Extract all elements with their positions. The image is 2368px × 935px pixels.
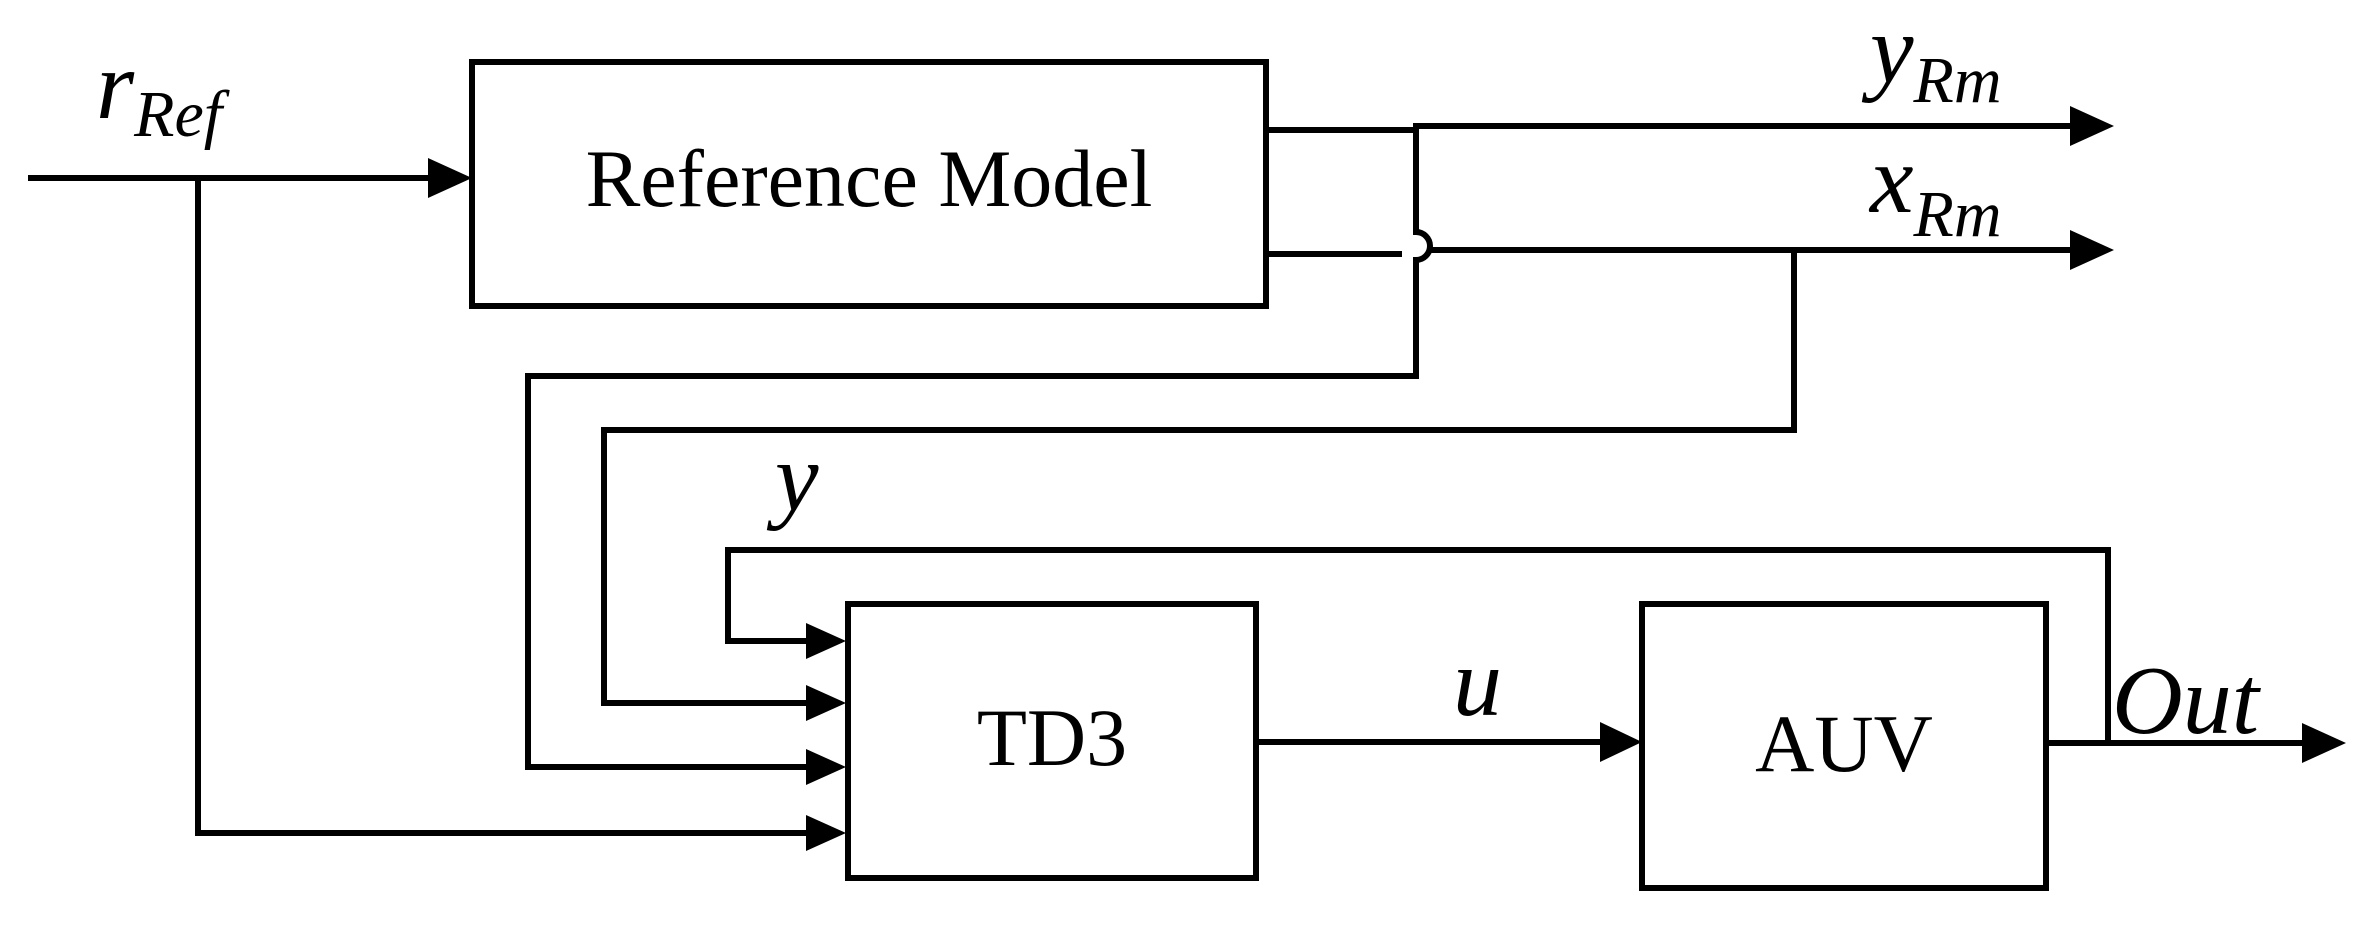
wire-y-feedback [725, 547, 2111, 743]
arrowhead-yrm-output [2070, 106, 2114, 146]
arrowhead-td3-input-rref [806, 815, 846, 851]
signal-label-r-ref: rRef [96, 32, 230, 151]
td3-label: TD3 [977, 692, 1127, 783]
wire-xrm-feedback [601, 250, 1797, 706]
arrowhead-auv-input [1600, 722, 1642, 762]
signal-label-y-rm: yRm [1861, 0, 2001, 117]
td3-block [845, 601, 1259, 881]
reference-model-block [469, 59, 1269, 309]
signal-label-y: y [766, 424, 819, 532]
auv-label: AUV [1755, 698, 1933, 789]
wire-yrm-feedback [525, 126, 1433, 770]
signal-label-out: Out [2112, 647, 2262, 755]
auv-block [1639, 601, 2049, 891]
arrowhead-td3-input-y [806, 623, 846, 659]
arrowhead-xrm-output [2070, 230, 2114, 270]
arrowhead-out [2302, 723, 2346, 763]
signal-label-x-rm: xRm [1868, 126, 2001, 251]
wire-rref-branch-to-td3 [195, 178, 808, 836]
wire-xrm-output [1268, 247, 2080, 257]
signal-label-u: u [1453, 629, 1502, 737]
arrowhead-td3-input-xrm [806, 685, 846, 721]
reference-model-label: Reference Model [586, 133, 1153, 224]
arrowhead-td3-input-yrm [806, 749, 846, 785]
wire-yrm-output [1268, 123, 2080, 133]
arrowhead-reference-model-input [428, 158, 472, 198]
